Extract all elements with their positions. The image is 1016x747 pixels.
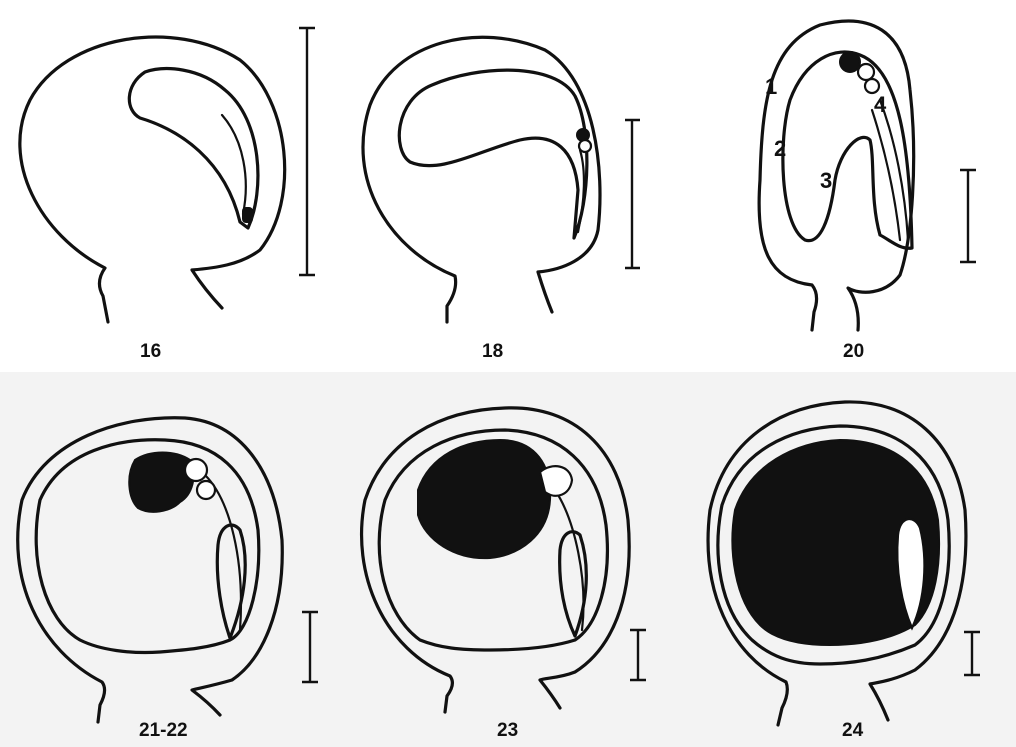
figure-20-light-cell-b xyxy=(865,79,879,93)
figure-16-dark-cell xyxy=(243,208,252,222)
figure-20-scale-bar xyxy=(960,170,976,262)
figure-20-part-label-2: 2 xyxy=(774,136,786,162)
figure-23-scale-bar xyxy=(630,630,646,680)
figure-23-light-cell xyxy=(540,466,572,496)
figure-21-22-light-cell-a xyxy=(185,459,207,481)
figure-21-22-light-cell-b xyxy=(197,481,215,499)
figure-label-24: 24 xyxy=(842,720,863,742)
figure-20-part-label-3: 3 xyxy=(820,168,832,194)
figure-23-drawing xyxy=(362,408,646,712)
figure-24-scale-bar xyxy=(964,632,980,675)
figure-21-22-drawing xyxy=(18,418,318,722)
figure-20-dark-cell xyxy=(840,52,860,72)
figure-24-drawing xyxy=(708,402,980,725)
figure-20-light-cell-a xyxy=(858,64,874,80)
figure-21-22-dark-mass xyxy=(129,453,193,512)
figure-23-dark-mass xyxy=(418,440,550,558)
figure-label-21-22: 21-22 xyxy=(139,720,188,742)
figure-20-part-label-4: 4 xyxy=(874,92,886,118)
figure-label-18: 18 xyxy=(482,341,503,363)
figure-label-16: 16 xyxy=(140,341,161,363)
figure-label-23: 23 xyxy=(497,720,518,742)
figure-20-drawing xyxy=(759,21,976,330)
figure-20-part-label-1: 1 xyxy=(765,74,777,100)
figure-label-20: 20 xyxy=(843,341,864,363)
figure-16-drawing xyxy=(20,28,315,322)
figure-16-scale-bar xyxy=(299,28,315,275)
figure-18-drawing xyxy=(363,37,640,322)
figure-18-scale-bar xyxy=(625,120,640,268)
figure-18-light-cell xyxy=(579,140,591,152)
figure-21-22-scale-bar xyxy=(302,612,318,682)
